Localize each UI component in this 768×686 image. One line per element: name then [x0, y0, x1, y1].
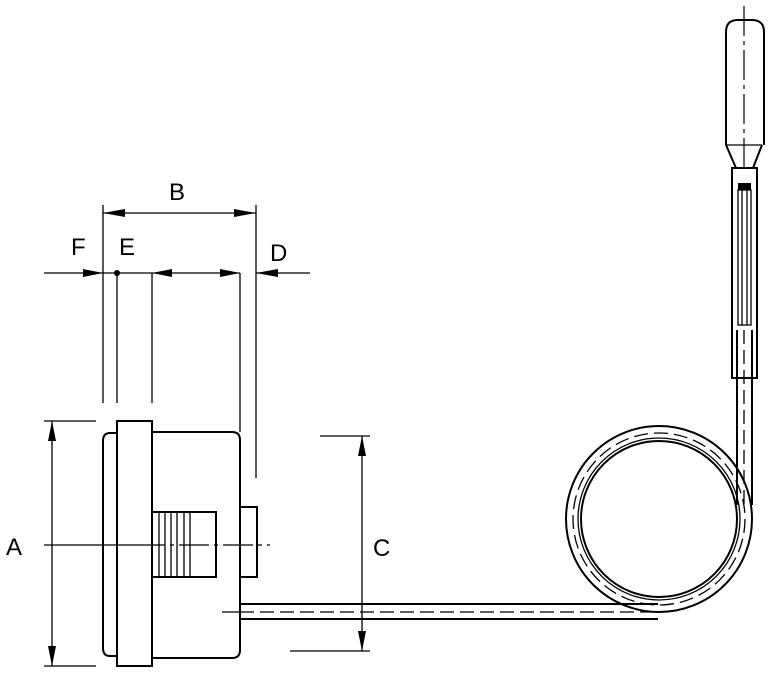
label-d: D [270, 240, 287, 267]
dimension-a [44, 420, 135, 667]
thermostat-body [102, 420, 270, 667]
label-a: A [6, 534, 22, 561]
sensing-bulb [725, 6, 765, 379]
dimension-b [102, 205, 257, 478]
capillary-tube [240, 330, 753, 620]
dimension-c [290, 435, 370, 652]
label-e: E [119, 234, 135, 261]
label-b: B [169, 179, 185, 206]
label-f: F [71, 234, 86, 261]
dimension-fed [44, 269, 310, 432]
label-c: C [373, 535, 390, 562]
